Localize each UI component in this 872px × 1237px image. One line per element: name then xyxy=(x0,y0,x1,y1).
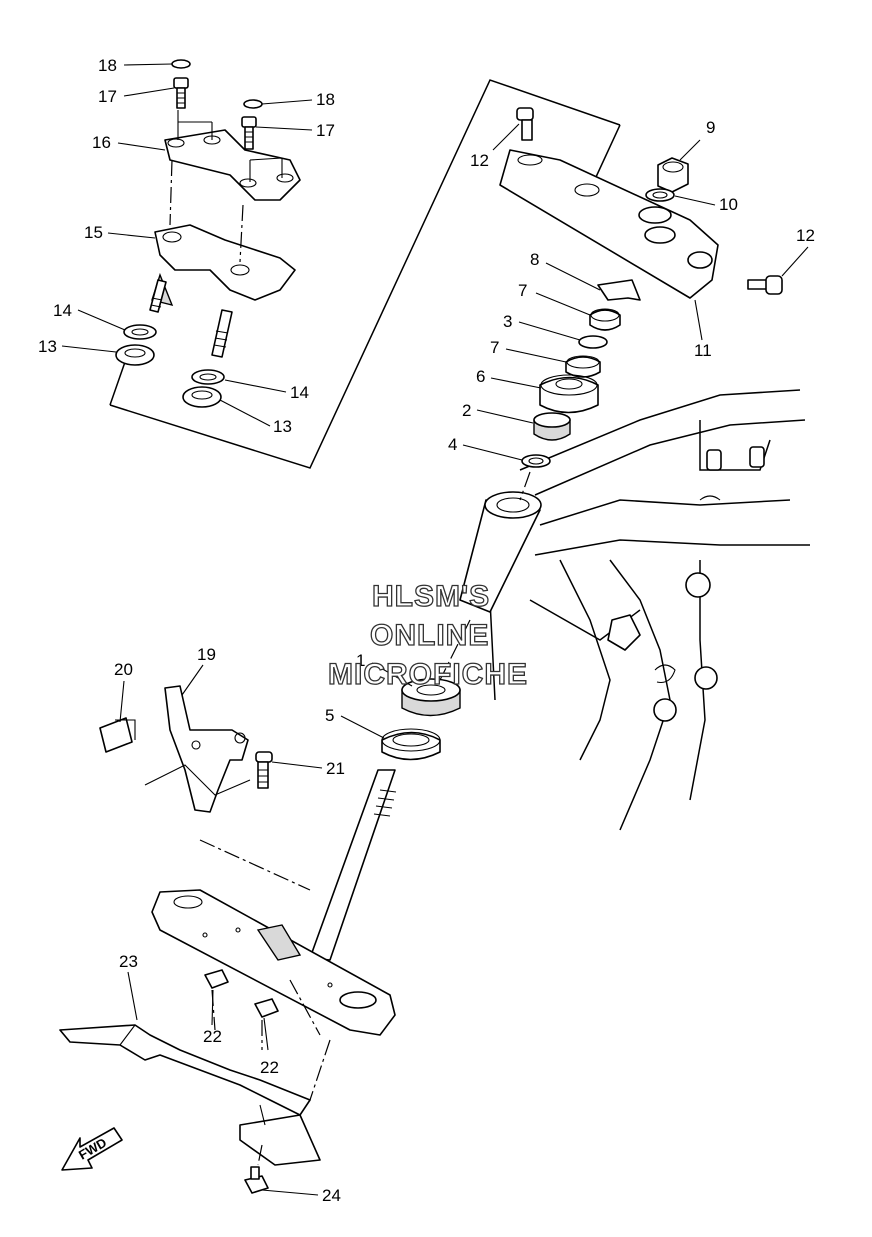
leader-lines xyxy=(61,63,809,1196)
callout-23: 23 xyxy=(119,952,138,971)
callout-13: 13 xyxy=(38,337,57,356)
callout-14: 14 xyxy=(290,383,309,402)
holder-bolts xyxy=(171,59,263,150)
callout-15: 15 xyxy=(84,223,103,242)
callout-19: 19 xyxy=(197,645,216,664)
steering-nut xyxy=(645,157,689,202)
watermark: HLSM'S ONLINE MICROFICHE xyxy=(327,579,528,691)
callout-6: 6 xyxy=(476,367,485,386)
watermark-line-2: ONLINE xyxy=(370,619,489,652)
callout-7: 7 xyxy=(518,281,527,300)
callout-12: 12 xyxy=(796,226,815,245)
callout-20: 20 xyxy=(114,660,133,679)
watermark-line-1: HLSM'S xyxy=(372,580,490,613)
callout-18: 18 xyxy=(98,56,117,75)
lower-handlebar-holder xyxy=(149,224,296,358)
callout-10: 10 xyxy=(719,195,738,214)
steering-bearing-stack xyxy=(519,279,641,501)
callout-14: 14 xyxy=(53,301,72,320)
lower-bearing xyxy=(381,678,461,761)
wire-guide xyxy=(59,969,321,1194)
callout-1: 1 xyxy=(356,651,365,670)
callout-12: 12 xyxy=(470,151,489,170)
cable-guide-bracket xyxy=(99,685,273,813)
callout-5: 5 xyxy=(325,706,334,725)
callout-labels: 18 17 16 15 14 13 18 17 14 13 12 9 10 12… xyxy=(38,56,815,1205)
callout-17: 17 xyxy=(98,87,117,106)
callout-13: 13 xyxy=(273,417,292,436)
callout-22: 22 xyxy=(203,1027,222,1046)
callout-8: 8 xyxy=(530,250,539,269)
callout-2: 2 xyxy=(462,401,471,420)
callout-17: 17 xyxy=(316,121,335,140)
callout-7: 7 xyxy=(490,338,499,357)
callout-22: 22 xyxy=(260,1058,279,1077)
callout-18: 18 xyxy=(316,90,335,109)
upper-handlebar-holder xyxy=(164,110,301,201)
callout-16: 16 xyxy=(92,133,111,152)
holder-dampers xyxy=(115,324,225,408)
motorcycle-frame xyxy=(459,389,810,831)
upper-bracket xyxy=(499,107,783,299)
callout-3: 3 xyxy=(503,312,512,331)
callout-24: 24 xyxy=(322,1186,341,1205)
callout-21: 21 xyxy=(326,759,345,778)
callout-11: 11 xyxy=(694,341,712,360)
watermark-line-3: MICROFICHE xyxy=(328,658,528,691)
callout-9: 9 xyxy=(706,118,715,137)
fwd-arrow: FWD xyxy=(61,1127,123,1171)
under-bracket xyxy=(151,769,397,1036)
callout-4: 4 xyxy=(448,435,457,454)
